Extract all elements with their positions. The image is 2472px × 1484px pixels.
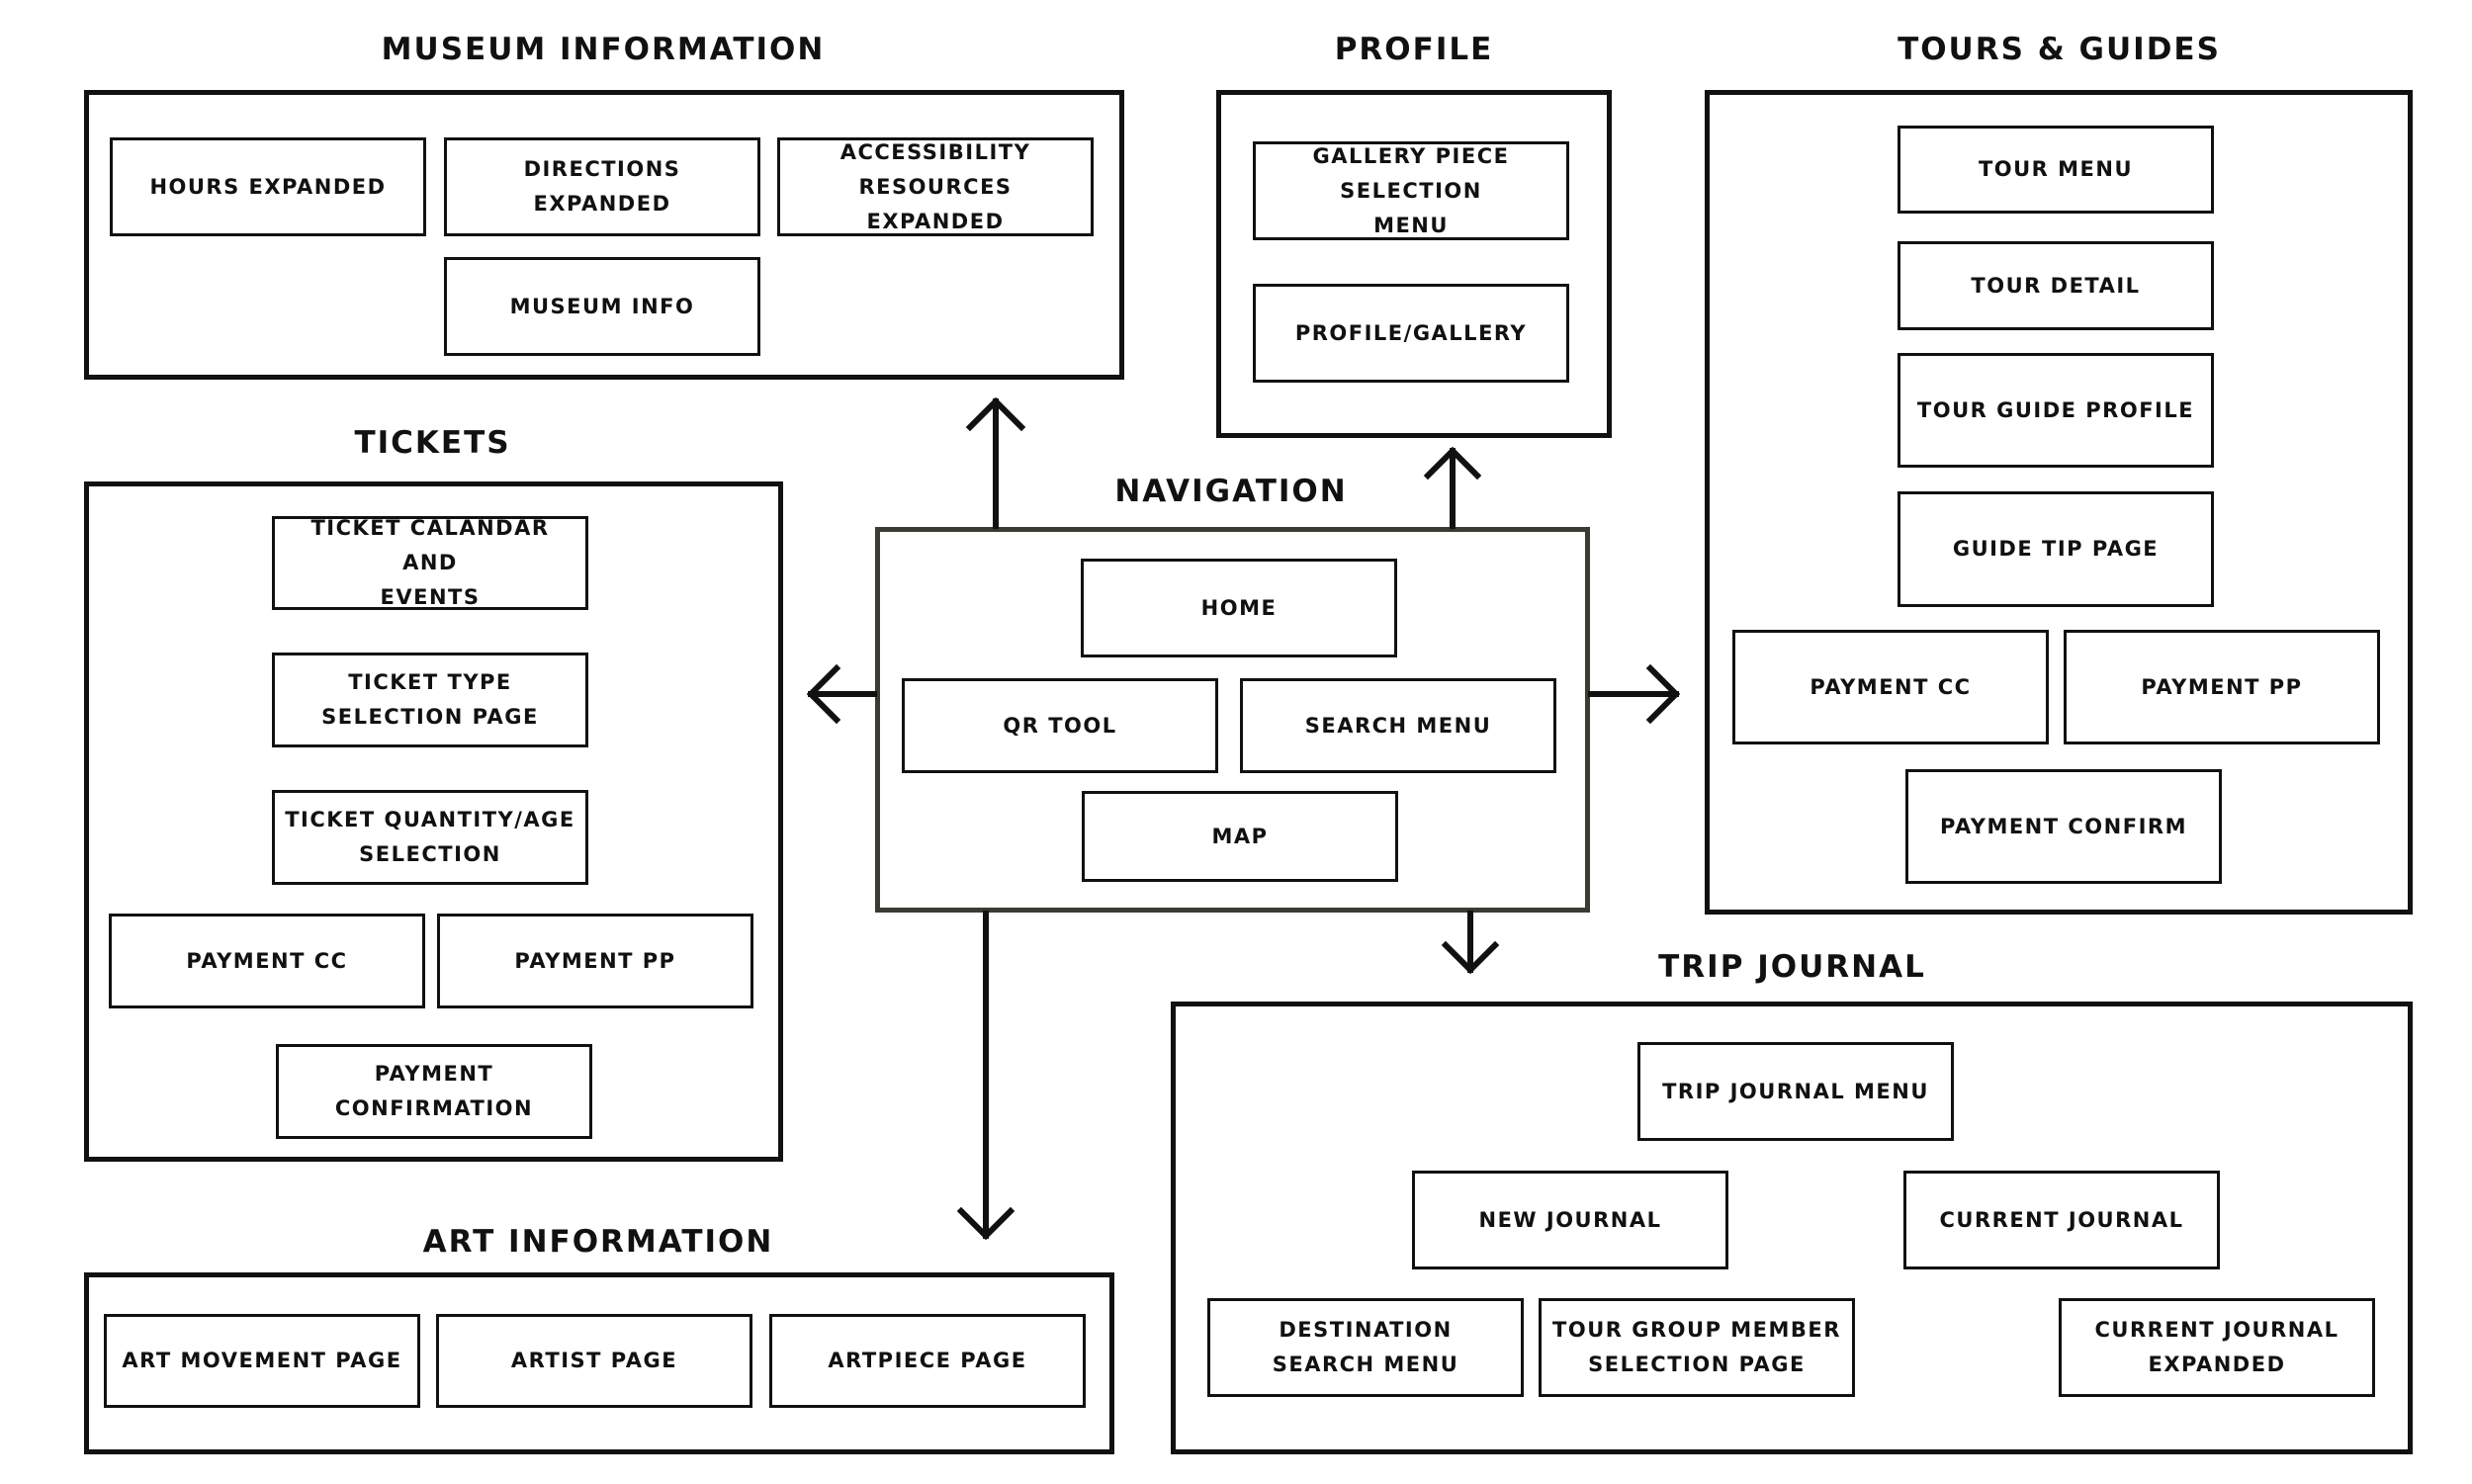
- new-journal-node[interactable]: NEW JOURNAL: [1412, 1171, 1728, 1269]
- arrow-to-art-information: [956, 911, 1015, 1241]
- current-journal-expanded-node[interactable]: CURRENT JOURNAL EXPANDED: [2059, 1298, 2375, 1397]
- ticket-quantity-age-node[interactable]: TICKET QUANTITY/AGE SELECTION: [272, 790, 588, 885]
- tours-payment-confirm-node[interactable]: PAYMENT CONFIRM: [1905, 769, 2222, 884]
- ticket-type-selection-node[interactable]: TICKET TYPE SELECTION PAGE: [272, 653, 588, 747]
- navigation-title: NAVIGATION: [1114, 474, 1348, 509]
- trip-journal-title: TRIP JOURNAL: [1658, 949, 1926, 985]
- art-information-title: ART INFORMATION: [422, 1224, 774, 1260]
- hours-expanded-node[interactable]: HOURS EXPANDED: [110, 137, 426, 236]
- map-node[interactable]: MAP: [1082, 791, 1398, 882]
- museum-information-title: MUSEUM INFORMATION: [381, 32, 826, 67]
- tours-payment-cc-node[interactable]: PAYMENT CC: [1732, 630, 2049, 744]
- artpiece-page-node[interactable]: ARTPIECE PAGE: [769, 1314, 1086, 1408]
- tours-payment-pp-node[interactable]: PAYMENT PP: [2064, 630, 2380, 744]
- trip-journal-menu-node[interactable]: TRIP JOURNAL MENU: [1637, 1042, 1954, 1141]
- arrow-to-tours-guides: [1588, 663, 1681, 725]
- artist-page-node[interactable]: ARTIST PAGE: [436, 1314, 752, 1408]
- tour-guide-profile-node[interactable]: TOUR GUIDE PROFILE: [1898, 353, 2214, 468]
- gallery-piece-selection-node[interactable]: GALLERY PIECE SELECTION MENU: [1253, 141, 1569, 240]
- accessibility-resources-node[interactable]: ACCESSIBILITY RESOURCES EXPANDED: [777, 137, 1094, 236]
- tours-guides-title: TOURS & GUIDES: [1898, 32, 2221, 67]
- art-movement-page-node[interactable]: ART MOVEMENT PAGE: [104, 1314, 420, 1408]
- arrow-to-tickets: [806, 663, 877, 725]
- profile-gallery-node[interactable]: PROFILE/GALLERY: [1253, 284, 1569, 383]
- tickets-payment-cc-node[interactable]: PAYMENT CC: [109, 914, 425, 1008]
- ticket-calendar-events-node[interactable]: TICKET CALANDAR AND EVENTS: [272, 516, 588, 610]
- profile-title: PROFILE: [1334, 32, 1494, 67]
- directions-expanded-node[interactable]: DIRECTIONS EXPANDED: [444, 137, 760, 236]
- tickets-title: TICKETS: [354, 425, 511, 461]
- current-journal-node[interactable]: CURRENT JOURNAL: [1903, 1171, 2220, 1269]
- museum-info-node[interactable]: MUSEUM INFO: [444, 257, 760, 356]
- tour-detail-node[interactable]: TOUR DETAIL: [1898, 241, 2214, 330]
- tickets-payment-confirmation-node[interactable]: PAYMENT CONFIRMATION: [276, 1044, 592, 1139]
- tour-group-member-selection-node[interactable]: TOUR GROUP MEMBER SELECTION PAGE: [1539, 1298, 1855, 1397]
- qr-tool-node[interactable]: QR TOOL: [902, 678, 1218, 773]
- tickets-payment-pp-node[interactable]: PAYMENT PP: [437, 914, 753, 1008]
- guide-tip-page-node[interactable]: GUIDE TIP PAGE: [1898, 491, 2214, 607]
- home-node[interactable]: HOME: [1081, 559, 1397, 657]
- tour-menu-node[interactable]: TOUR MENU: [1898, 126, 2214, 214]
- destination-search-menu-node[interactable]: DESTINATION SEARCH MENU: [1207, 1298, 1524, 1397]
- search-menu-node[interactable]: SEARCH MENU: [1240, 678, 1556, 773]
